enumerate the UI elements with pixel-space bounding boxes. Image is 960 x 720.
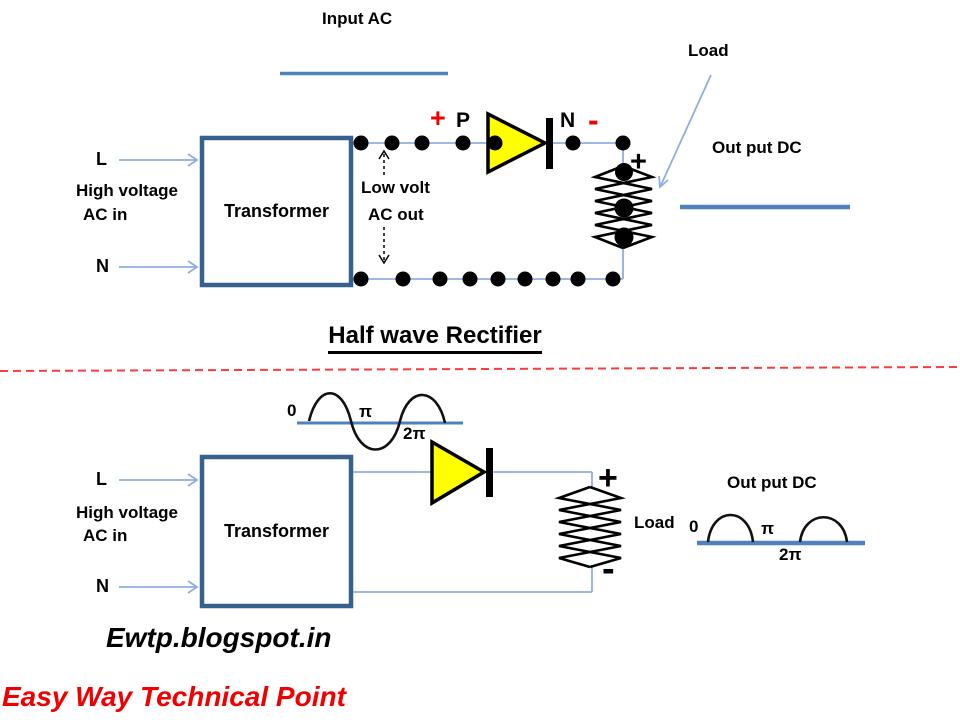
input-wave-zero-label: 0 xyxy=(287,401,297,420)
brand-name: Easy Way Technical Point xyxy=(2,681,346,712)
output-dc-label-bottom: Out put DC xyxy=(727,473,817,492)
load-minus-sign: - xyxy=(602,548,615,590)
top-wire-junction-dots xyxy=(353,135,631,151)
output-dc-label-top: Out put DC xyxy=(712,138,802,157)
neutral-terminal-label-bottom: N xyxy=(96,576,109,596)
live-arrow-bottom xyxy=(119,473,199,487)
high-voltage-label-bottom: High voltage xyxy=(76,503,179,522)
live-terminal-label-top: L xyxy=(96,149,107,169)
cathode-minus-sign: - xyxy=(588,102,599,138)
output-wave-pi-label: π xyxy=(761,519,775,538)
bottom-wire-junction-dots xyxy=(353,271,621,287)
load-plus-sign: + xyxy=(598,459,618,497)
live-terminal-label-bottom: L xyxy=(96,469,107,489)
input-ac-label: Input AC xyxy=(322,9,393,28)
anode-p-label: P xyxy=(456,109,471,132)
transformer-label-top: Transformer xyxy=(223,201,330,221)
diagram-title: Half wave Rectifier xyxy=(295,322,575,354)
input-wave-pi-label: π xyxy=(359,402,373,421)
input-sine-wave xyxy=(307,392,447,451)
transformer-box-top xyxy=(199,135,354,288)
diagram-title-text: Half wave Rectifier xyxy=(328,322,542,354)
input-wave-two-pi-label: 2π xyxy=(403,424,426,443)
section-divider-dashed xyxy=(0,366,959,372)
high-voltage-label-top: High voltage xyxy=(76,181,179,200)
output-wave-two-pi-label: 2π xyxy=(779,545,802,564)
ac-out-label: AC out xyxy=(368,205,424,224)
ac-out-down-arrow xyxy=(378,227,390,265)
low-volt-label: Low volt xyxy=(361,178,430,197)
low-volt-up-arrow xyxy=(378,149,390,175)
resistor-plus-sign-top: + xyxy=(630,146,647,178)
ac-in-label-bottom: AC in xyxy=(83,526,128,545)
bottom-circuit-graphics xyxy=(119,392,865,609)
transformer-box-bottom xyxy=(199,454,354,609)
live-arrow-top xyxy=(119,153,199,167)
diode-icon xyxy=(430,438,488,507)
resistor-junction-dots xyxy=(614,163,634,247)
load-callout-arrow xyxy=(658,74,712,189)
load-label-top: Load xyxy=(688,41,729,60)
neutral-arrow-bottom xyxy=(119,580,199,594)
load-label-bottom: Load xyxy=(634,513,675,532)
cathode-n-label: N xyxy=(560,109,576,132)
ac-in-label-top: AC in xyxy=(83,205,128,224)
top-circuit-graphics xyxy=(119,71,850,288)
anode-plus-sign: + xyxy=(430,103,446,133)
output-half-wave-pulses xyxy=(706,513,849,543)
neutral-terminal-label-top: N xyxy=(96,256,109,276)
load-resistor-icon xyxy=(554,485,626,569)
neutral-arrow-top xyxy=(119,260,199,274)
website-url: Ewtp.blogspot.in xyxy=(106,622,332,653)
diode-cathode-bar xyxy=(546,118,553,169)
output-wave-zero-label: 0 xyxy=(689,517,699,536)
transformer-label-bottom: Transformer xyxy=(223,521,330,541)
diode-cathode-bar xyxy=(486,448,493,497)
